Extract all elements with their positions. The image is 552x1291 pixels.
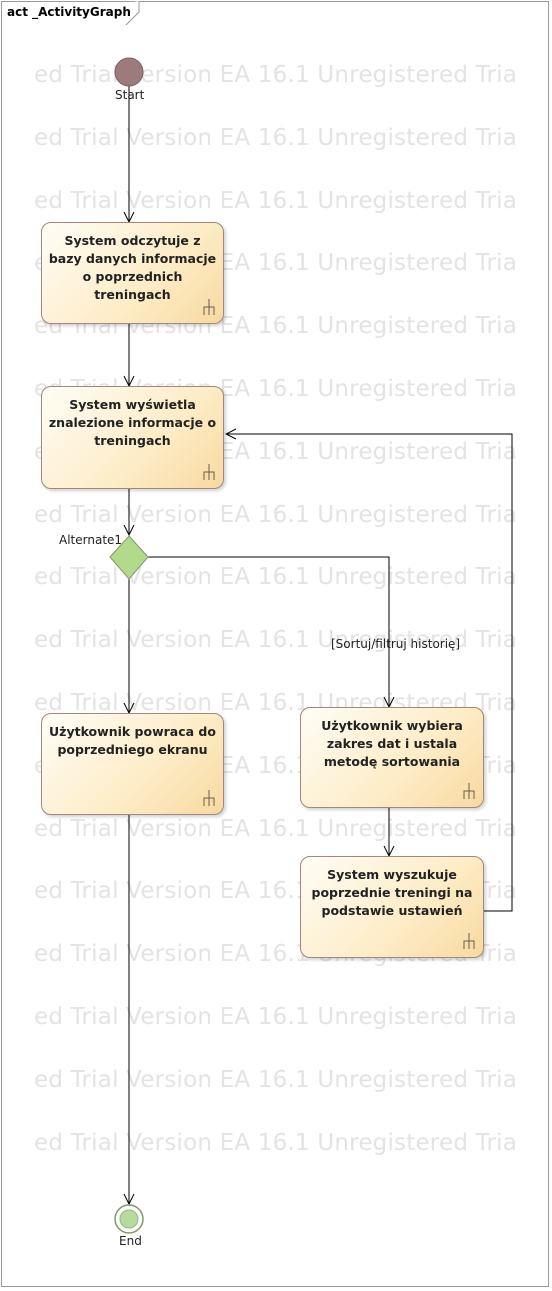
decision-label: Alternate1 [59, 533, 123, 547]
action-read-db[interactable]: System odczytuje z bazy danych informacj… [41, 222, 224, 324]
action-search-label: System wyszukuje poprzednie treningi na … [311, 867, 473, 918]
flow-decision-to-choose [148, 556, 389, 707]
flow-search-to-show [226, 434, 513, 912]
rake-icon [463, 783, 475, 799]
frame-title-tab [6, 1, 140, 25]
start-label: Start [115, 88, 145, 102]
action-go-back[interactable]: Użytkownik powraca do poprzedniego ekran… [41, 713, 224, 815]
action-search[interactable]: System wyszukuje poprzednie treningi na … [300, 856, 484, 958]
end-node-inner [119, 1209, 139, 1229]
action-go-back-label: Użytkownik powraca do poprzedniego ekran… [49, 724, 216, 757]
rake-icon [203, 464, 215, 480]
rake-icon [203, 299, 215, 315]
start-node[interactable] [114, 57, 144, 87]
action-choose-range-label: Użytkownik wybiera zakres dat i ustala m… [321, 718, 463, 769]
end-label: End [119, 1234, 142, 1248]
guard-label-sort: [Sortuj/filtruj historię] [331, 637, 461, 651]
action-show-info[interactable]: System wyświetla znalezione informacje o… [41, 386, 224, 489]
decision-node[interactable] [109, 535, 149, 580]
rake-icon [203, 790, 215, 806]
frame-title: act _ActivityGraph [7, 5, 131, 19]
action-read-db-label: System odczytuje z bazy danych informacj… [48, 233, 217, 302]
action-show-info-label: System wyświetla znalezione informacje o… [48, 397, 217, 448]
rake-icon [463, 933, 475, 949]
action-choose-range[interactable]: Użytkownik wybiera zakres dat i ustala m… [300, 707, 484, 808]
